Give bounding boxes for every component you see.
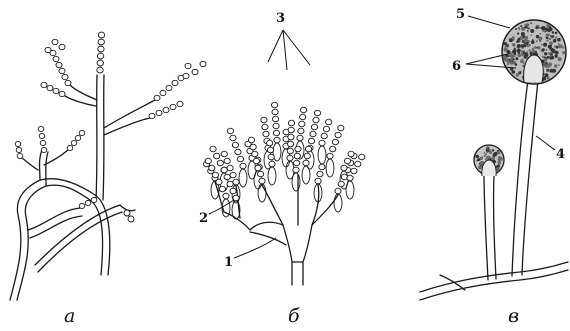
caption-v: в — [508, 305, 519, 327]
callout-2: 2 — [199, 211, 208, 226]
panel-a-drawing — [10, 32, 206, 300]
callout-3: 3 — [276, 11, 285, 26]
leader-3a — [268, 30, 283, 62]
callout-4: 4 — [556, 147, 565, 162]
panel-c-drawing — [420, 20, 568, 300]
leader-6a — [466, 54, 508, 64]
callout-5: 5 — [456, 7, 465, 22]
leader-3b — [283, 30, 287, 70]
leader-5 — [468, 16, 510, 28]
caption-a: а — [64, 305, 75, 327]
leader-3c — [283, 30, 310, 65]
leader-1 — [234, 238, 276, 258]
caption-b: б — [288, 305, 300, 327]
callout-6: 6 — [452, 59, 461, 74]
callout-1: 1 — [224, 255, 233, 270]
leader-4 — [536, 136, 555, 150]
